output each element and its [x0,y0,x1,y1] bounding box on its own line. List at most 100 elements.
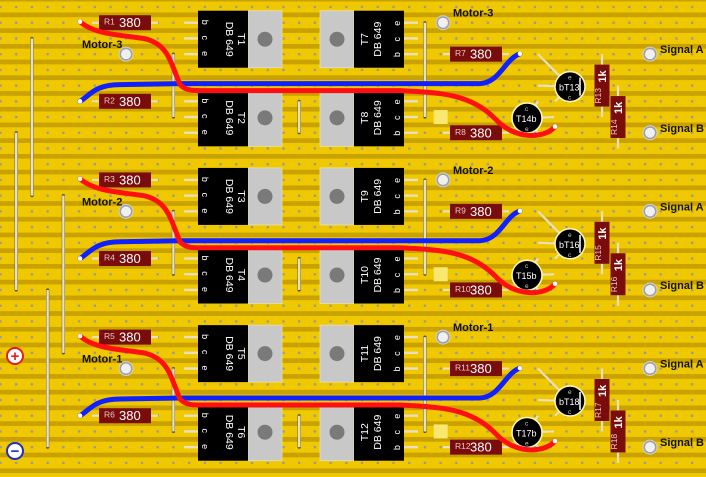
hole [502,178,505,182]
hole [628,115,631,119]
hole [77,398,81,402]
hole [30,272,34,276]
hole [360,68,364,72]
hole [517,335,521,339]
hole [124,147,128,150]
hole [486,398,490,402]
resistor-value: 1k [613,415,625,428]
copper-strip [0,457,706,469]
hole [77,147,81,150]
hole [282,115,285,119]
hole [690,210,694,213]
hole [690,461,694,465]
hole [628,430,631,433]
resistor-value: 380 [470,282,492,297]
hole [565,147,568,150]
resistor-ref: R11 [455,363,470,373]
hole [109,210,112,213]
hole [675,162,678,166]
resistor-value: 1k [613,258,625,271]
hole [329,5,332,9]
hole [407,304,411,307]
hole [140,367,144,370]
hole [30,288,34,292]
hole [628,257,631,260]
transistor-ref: T10 [359,266,371,284]
terminal-pad-inner [121,49,131,60]
to92-body [554,228,586,260]
hole [455,68,458,72]
hole [580,147,584,150]
hole [675,147,678,150]
transistor-part: DB 649 [372,415,384,450]
hole [565,367,568,370]
hole [282,225,285,229]
hole [628,131,631,135]
hole [313,367,317,370]
hole [565,272,568,276]
copper-strip [0,158,706,170]
hole [659,288,663,292]
hole [455,115,458,119]
transistor-ref: T6 [235,426,247,438]
hole [46,131,49,135]
hole [30,335,34,339]
hole [93,351,97,355]
hole [533,68,537,72]
hole [486,414,490,418]
hole [30,382,34,386]
hole [109,68,112,72]
hole [407,382,411,386]
resistor-body [450,125,502,141]
hole [77,84,81,87]
hole [124,115,128,119]
hole [612,398,615,402]
resistor-body [594,64,610,107]
minus-terminal[interactable]: − [6,442,24,460]
pin-label: c [392,36,402,41]
hole [313,162,317,166]
hole [643,335,647,339]
hole [455,351,458,355]
hole [187,68,191,72]
red-wire [77,176,558,296]
hole [470,68,474,72]
hole [439,304,442,307]
hole [313,147,317,150]
hole [109,272,112,276]
resistor-value: 1k [597,69,609,82]
plus-terminal[interactable]: + [6,347,24,365]
mounting-hole [257,424,273,440]
mounting-hole [329,267,345,283]
hole [282,272,285,276]
hole [93,398,97,402]
hole [46,194,49,197]
hole [675,115,678,119]
hole [486,100,490,103]
hole [235,382,238,386]
hole [549,100,552,103]
pin-label: e [568,75,572,82]
hole [502,335,505,339]
hole [360,225,364,229]
hole [392,5,395,9]
hole [690,162,694,166]
hole [140,68,144,72]
hole [235,461,238,465]
hole [533,84,537,87]
hole [156,210,159,213]
transistor-body [354,89,404,147]
hole [297,304,301,307]
hole [502,257,505,260]
wire-end [77,19,83,25]
hole [580,367,584,370]
hole [596,147,600,150]
hole [0,398,2,402]
resistor-value: 380 [470,125,492,140]
hole [46,461,49,465]
hole [596,430,600,433]
hole [109,320,112,323]
motor-label: Motor-3 [453,8,493,20]
hole [502,100,505,103]
hole [46,115,49,119]
